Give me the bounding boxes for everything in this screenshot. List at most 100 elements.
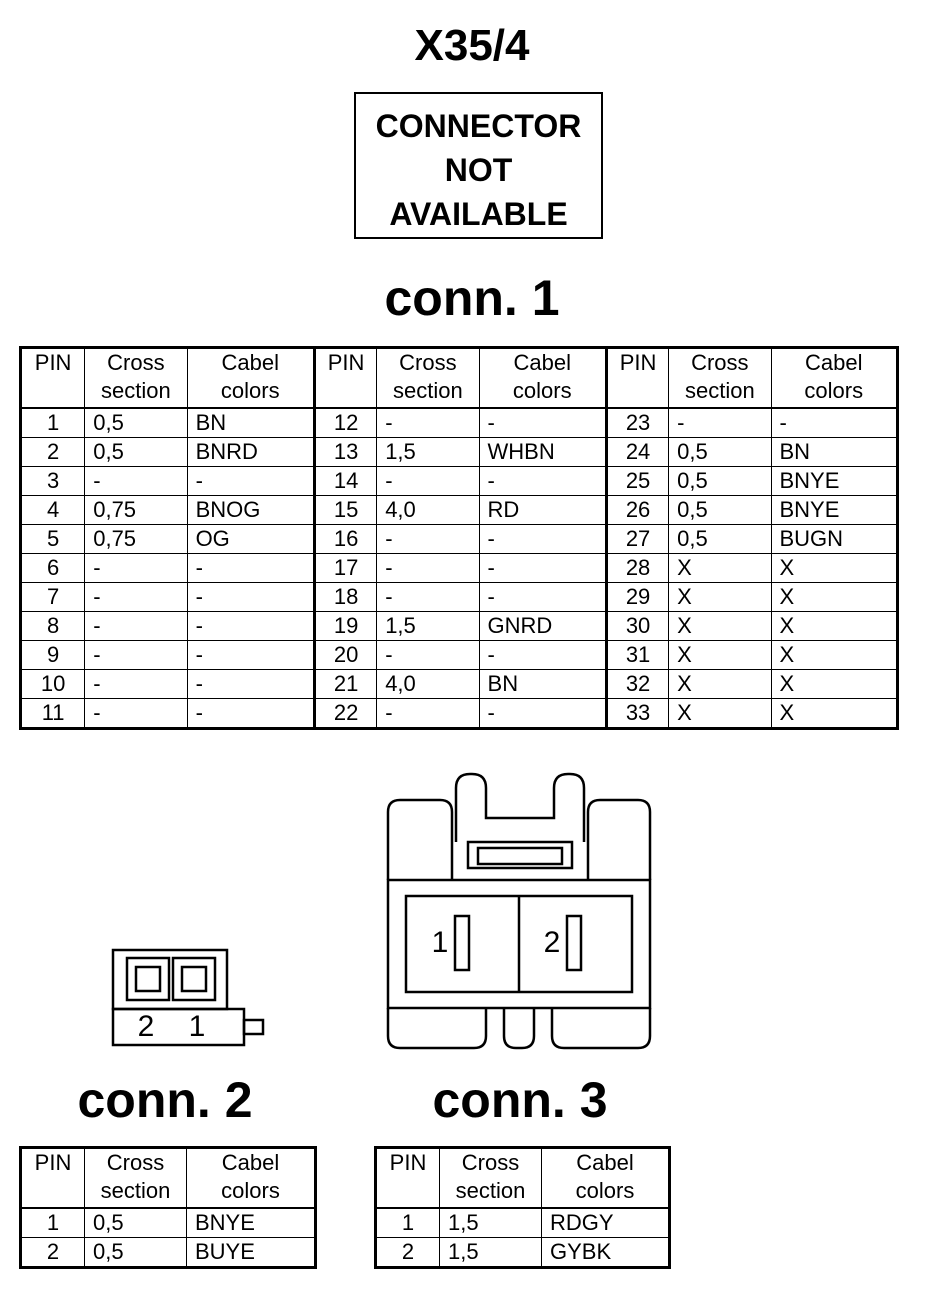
cabel-colors-column-header: Cabel colors <box>541 1147 670 1209</box>
cross-section-cell: - <box>84 698 188 729</box>
header-line: colors <box>220 378 280 403</box>
conn2-pin-label: 2 <box>138 1010 155 1043</box>
pin-number-cell: 33 <box>604 698 670 729</box>
cable-color-cell: BN <box>770 437 898 467</box>
cable-color-cell: WHBN <box>478 437 607 467</box>
header-line: Cabel <box>221 350 280 375</box>
pin-number-cell: 8 <box>19 611 86 641</box>
cross-section-cell: 0,5 <box>84 437 188 467</box>
pin-number-cell: 4 <box>19 495 86 525</box>
pin-number-cell: 30 <box>604 611 670 641</box>
pin-number-cell: 17 <box>312 553 378 583</box>
pin-number-cell: 1 <box>20 1207 85 1238</box>
cross-section-cell: 1,5 <box>439 1237 542 1268</box>
cable-color-cell: - <box>478 640 607 670</box>
cross-section-cell: - <box>376 407 480 438</box>
cable-color-cell: - <box>186 466 315 496</box>
pin-number-cell: 14 <box>312 466 378 496</box>
pin-number-cell: 21 <box>312 669 378 699</box>
pin-number-cell: 2 <box>20 1237 85 1268</box>
pin-column-header: PIN <box>375 1147 440 1209</box>
pin-number-cell: 27 <box>604 524 670 554</box>
cable-color-cell: GYBK <box>541 1237 670 1268</box>
pin-number-cell: 23 <box>604 407 670 438</box>
header-line: Cross <box>107 350 165 375</box>
pin-number-cell: 13 <box>312 437 378 467</box>
header-line: Cabel <box>805 350 863 375</box>
header-line: colors <box>575 1178 635 1203</box>
cross-section-cell: X <box>668 553 772 583</box>
cable-color-cell: - <box>478 698 607 729</box>
cross-section-cell: X <box>668 611 772 641</box>
cable-color-cell: - <box>478 407 607 438</box>
cross-section-cell: 1,5 <box>439 1207 542 1238</box>
pin-number-cell: 3 <box>19 466 86 496</box>
pin-column-header: PIN <box>20 1147 85 1209</box>
header-line: Cross <box>461 1150 520 1175</box>
pin-number-cell: 29 <box>604 582 670 612</box>
cross-section-cell: - <box>84 582 188 612</box>
conn3-drawing <box>386 772 652 1050</box>
header-line: Cross <box>691 350 749 375</box>
cable-color-cell: - <box>186 553 315 583</box>
pin-number-cell: 16 <box>312 524 378 554</box>
cross-section-cell: - <box>376 466 480 496</box>
cross-section-column-header: Cross section <box>84 347 188 409</box>
cable-color-cell: - <box>478 466 607 496</box>
pin-number-cell: 31 <box>604 640 670 670</box>
pin-number-cell: 2 <box>375 1237 440 1268</box>
cable-color-cell: - <box>186 669 315 699</box>
not-available-line: AVAILABLE <box>389 196 568 232</box>
conn3-pin-label: 2 <box>544 926 561 959</box>
pin-column-header: PIN <box>312 347 378 409</box>
header-line: Cabel <box>576 1150 634 1175</box>
cross-section-cell: 0,5 <box>668 495 772 525</box>
cable-color-cell: - <box>770 407 898 438</box>
page-title: X35/4 <box>414 21 530 70</box>
cable-color-cell: BNYE <box>186 1207 316 1238</box>
cross-section-cell: 4,0 <box>376 669 480 699</box>
cross-section-cell: 0,5 <box>84 1237 187 1268</box>
cross-section-cell: 1,5 <box>376 437 480 467</box>
conn1-heading: conn. 1 <box>384 270 560 326</box>
header-line: Cross <box>106 1150 165 1175</box>
not-available-line: CONNECTOR <box>375 108 582 144</box>
pin-number-cell: 15 <box>312 495 378 525</box>
header-line: Cross <box>399 350 457 375</box>
cable-color-cell: BNYE <box>770 466 898 496</box>
header-line: colors <box>221 1178 280 1203</box>
cable-color-cell: - <box>478 553 607 583</box>
conn3-pin-label: 1 <box>432 926 449 959</box>
pin-number-cell: 32 <box>604 669 670 699</box>
pin-number-cell: 24 <box>604 437 670 467</box>
pin-number-cell: 10 <box>19 669 86 699</box>
conn2-pin-label: 1 <box>189 1010 206 1043</box>
pin-column-header: PIN <box>604 347 670 409</box>
cross-section-cell: 0,5 <box>668 524 772 554</box>
pin-number-cell: 1 <box>375 1207 440 1238</box>
cross-section-cell: 0,5 <box>668 437 772 467</box>
pin-number-cell: 5 <box>19 524 86 554</box>
header-line: section <box>101 378 171 403</box>
cable-color-cell: BNOG <box>186 495 315 525</box>
pin-number-cell: 19 <box>312 611 378 641</box>
conn2-drawing <box>111 948 265 1047</box>
pin-number-cell: 26 <box>604 495 670 525</box>
cable-color-cell: BN <box>478 669 607 699</box>
pin-number-cell: 2 <box>19 437 86 467</box>
header-line: Cabel <box>513 350 571 375</box>
pin-number-cell: 11 <box>19 698 86 729</box>
